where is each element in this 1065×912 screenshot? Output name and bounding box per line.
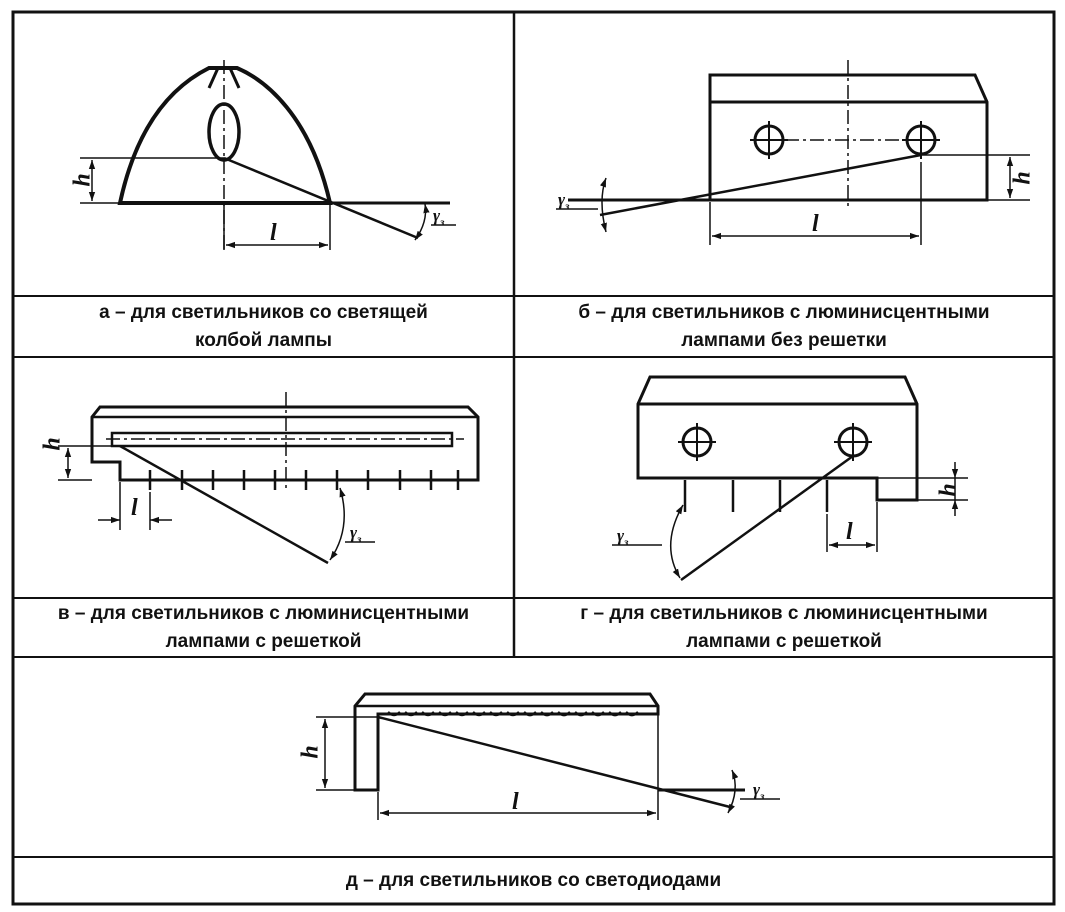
sight-line — [119, 444, 329, 565]
grid-slats — [148, 470, 460, 490]
caption-v: в – для светильников с люминисцентными л… — [57, 603, 470, 652]
reflector-outline — [117, 66, 333, 205]
gamma-subscript: з — [440, 216, 445, 229]
panel-a-gamma-label: γз — [433, 207, 444, 228]
sight-line — [680, 454, 854, 582]
panel-b-gamma-label: γз — [558, 191, 569, 212]
gamma-symbol: γ — [433, 206, 441, 225]
table-grid — [11, 10, 1056, 906]
panel-g-h-label: h — [935, 483, 962, 497]
panel-d-h-label: h — [297, 745, 324, 759]
panel-a-l-label: l — [270, 220, 277, 246]
sight-line — [377, 715, 731, 809]
lamp-bulb — [207, 102, 241, 162]
sight-line — [223, 156, 419, 240]
panel-a-h-label: h — [69, 173, 96, 187]
caption-a: а – для светильников со светящей колбой … — [99, 301, 428, 351]
sight-line — [599, 153, 922, 217]
panel-a-drawing — [80, 60, 456, 250]
grid-slats — [683, 480, 829, 512]
gamma-subscript: з — [357, 533, 362, 546]
caption-d: д – для светильников со светодиодами — [345, 870, 722, 891]
caption-g: г – для светильников с люминисцентными л… — [580, 603, 988, 652]
panel-g-l-label: l — [846, 519, 853, 545]
panel-b-l-label: l — [812, 211, 819, 237]
panel-d-drawing — [316, 692, 780, 820]
gamma-subscript: з — [565, 200, 570, 213]
panel-v-drawing — [58, 392, 480, 565]
gamma-arc — [599, 177, 607, 233]
panel-d-l-label: l — [512, 789, 519, 815]
gamma-arc — [414, 203, 430, 241]
housing-outline — [708, 73, 989, 202]
panel-b-drawing — [556, 60, 1030, 245]
led-row — [387, 711, 639, 717]
gamma-symbol: γ — [350, 523, 358, 542]
gamma-arc — [669, 504, 684, 579]
gamma-symbol: γ — [617, 526, 625, 545]
gamma-subscript: з — [624, 536, 629, 549]
gamma-arc — [727, 769, 739, 814]
panel-v-gamma-label: γз — [350, 524, 361, 545]
panel-v-l-label: l — [131, 495, 138, 521]
gamma-arc — [329, 487, 346, 561]
housing-outline — [353, 692, 660, 792]
housing-outline — [636, 375, 919, 502]
gamma-symbol: γ — [753, 780, 761, 799]
panel-b-h-label: h — [1009, 171, 1036, 185]
panel-d-gamma-label: γз — [753, 781, 764, 802]
caption-b: б – для светильников с люминисцентными л… — [578, 301, 990, 351]
panel-v-h-label: h — [39, 437, 66, 451]
gamma-subscript: з — [760, 790, 765, 803]
housing-outline — [90, 405, 480, 482]
panel-g-drawing — [612, 375, 968, 582]
gamma-symbol: γ — [558, 190, 566, 209]
panel-g-gamma-label: γз — [617, 527, 628, 548]
